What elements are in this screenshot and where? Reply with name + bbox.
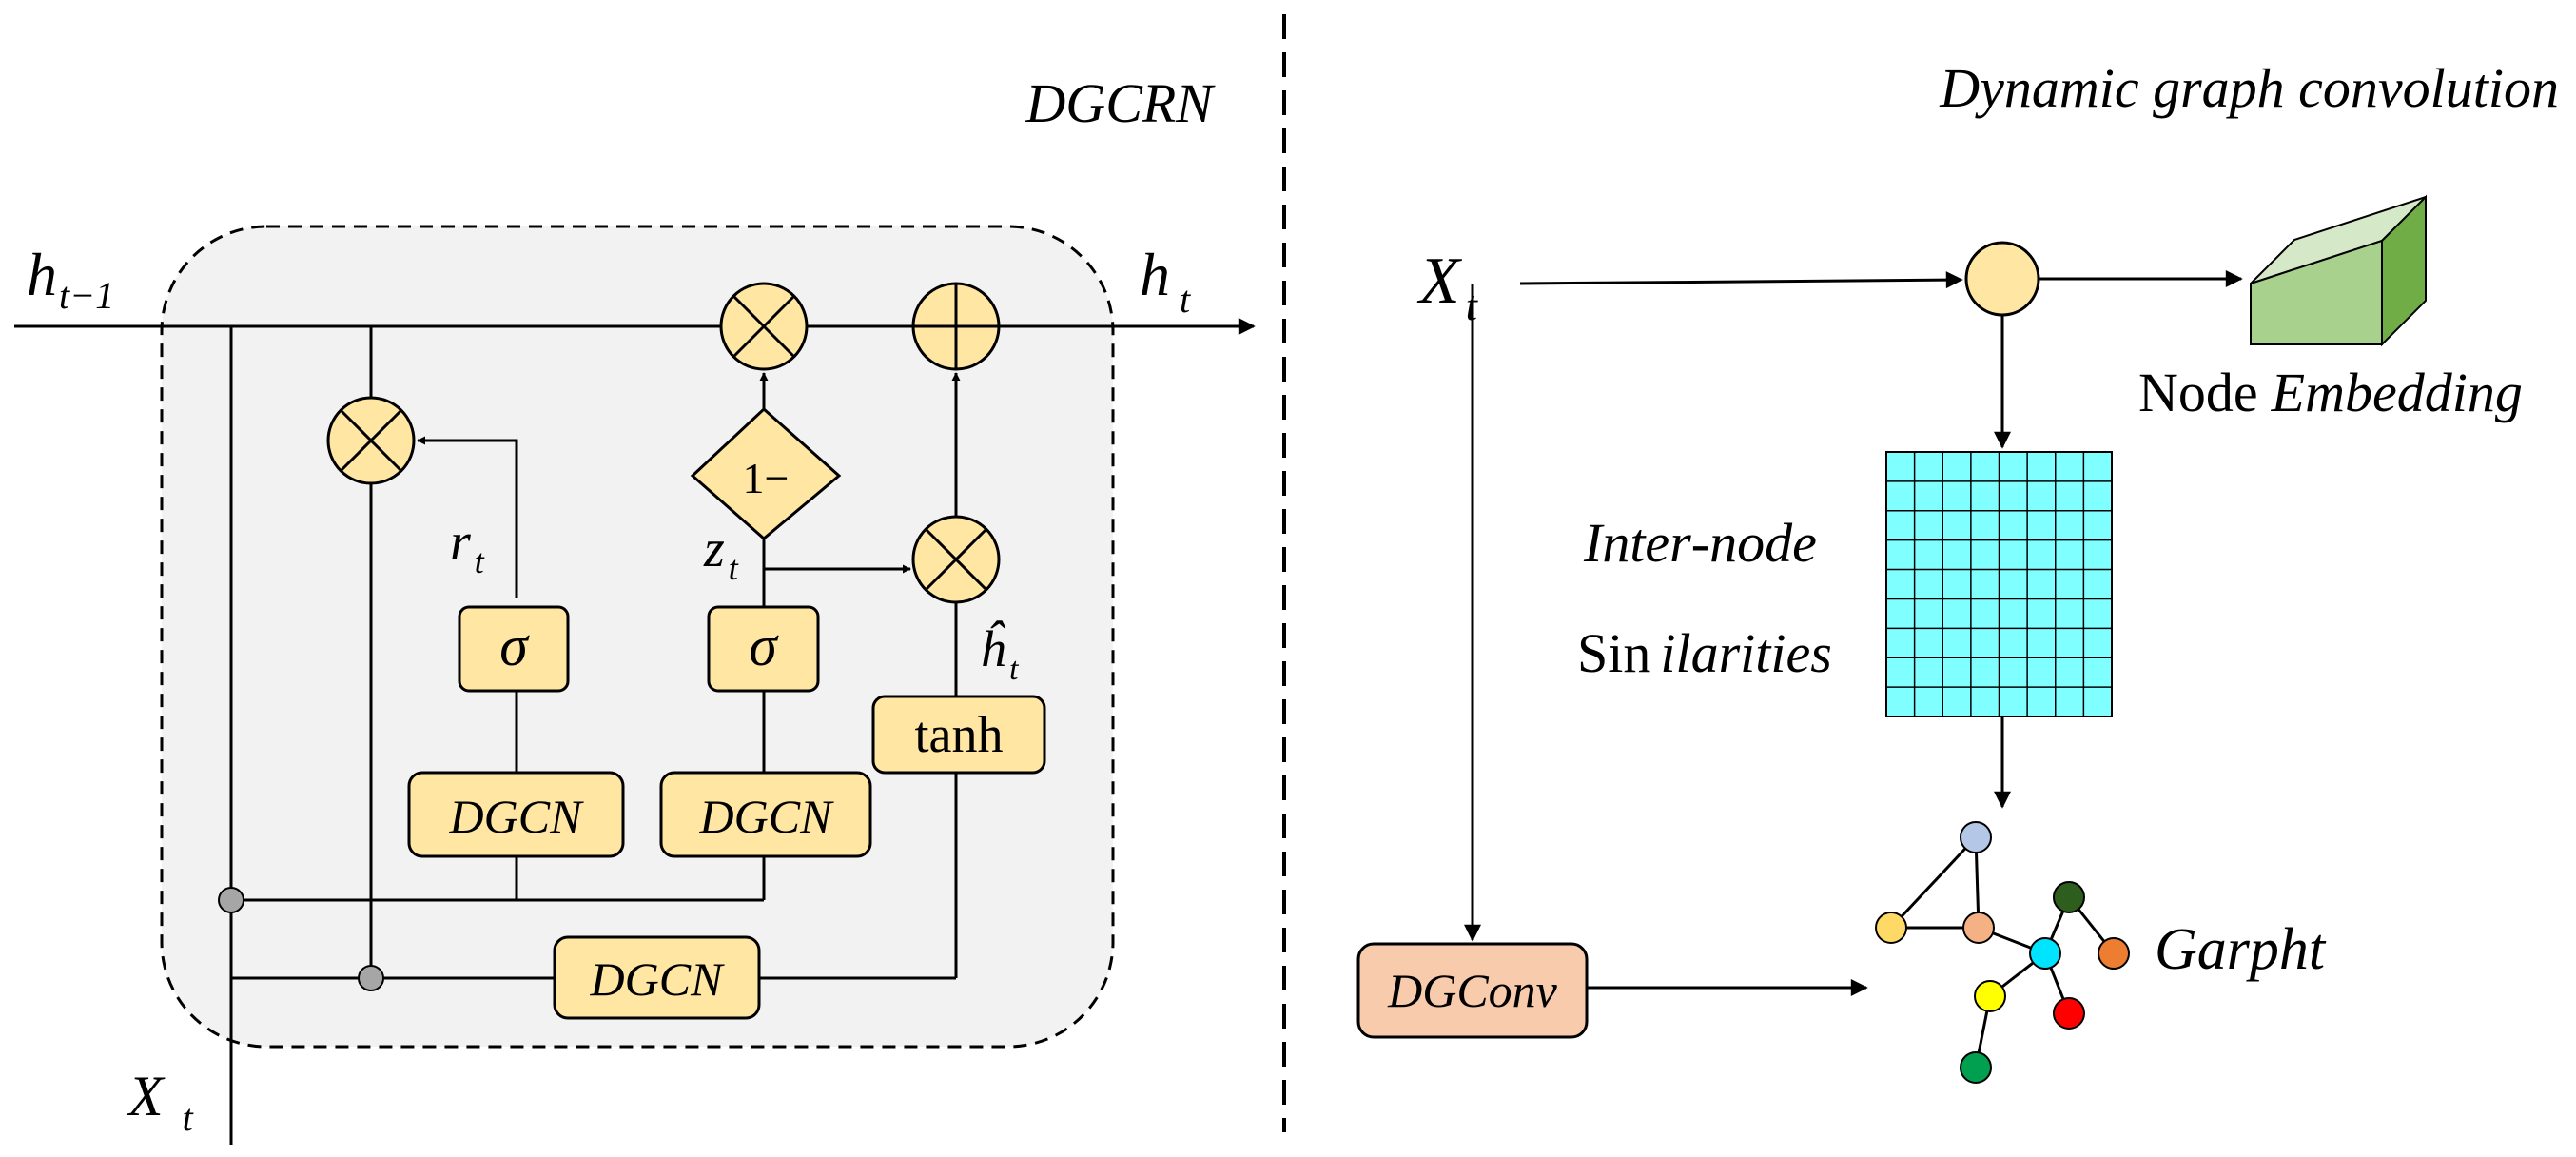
- graph-node-mid: [1962, 912, 1995, 944]
- one-minus-label: 1−: [743, 454, 790, 502]
- graph-node-top: [1960, 821, 1992, 853]
- keep-multiply-mark-b: [732, 294, 796, 359]
- reset-sigma-label: σ: [499, 615, 530, 677]
- graph-node-yellow: [1974, 980, 2006, 1012]
- inter-node-label: Inter-node: [1583, 512, 1817, 574]
- similarity-matrix-grid: [1886, 452, 2112, 716]
- candidate-dgcn-label: DGCN: [590, 952, 726, 1006]
- combine-node: [1964, 241, 2040, 317]
- junction-gate-bus: [218, 887, 244, 913]
- graph-node-hub: [2029, 937, 2061, 970]
- junction-reset-bus: [358, 965, 384, 991]
- one-minus-diamond: [690, 406, 842, 540]
- dgcrn-title: DGCRN: [1025, 72, 1216, 134]
- reset-multiply-mark-b: [339, 408, 403, 473]
- graph-node-dark: [2053, 881, 2085, 913]
- update-sigma-label: σ: [749, 615, 779, 677]
- graph: [1875, 821, 2130, 1084]
- graph-node-red: [2053, 997, 2085, 1030]
- update-dgcn-box: [659, 771, 872, 858]
- candidate-multiply-mark-b: [924, 527, 988, 592]
- h-prev-label: ht−1: [27, 241, 114, 317]
- graph-node-orange: [2098, 937, 2130, 970]
- dgconv-box: [1356, 942, 1589, 1039]
- reset-dgcn-label: DGCN: [449, 790, 585, 843]
- edge-top-left: [1889, 835, 1978, 930]
- x-to-combine-arrow: [1519, 271, 1963, 289]
- dynamic-graph-title: Dynamic graph convolution: [1939, 57, 2559, 119]
- dgconv-label: DGConv: [1387, 964, 1558, 1017]
- tanh-label: tanh: [915, 706, 1004, 763]
- candidate-dgcn-box: [553, 935, 761, 1020]
- reset-sigma-box: [458, 605, 570, 693]
- graph-label: Garpht: [2155, 917, 2327, 982]
- embedding-front-face: [2250, 239, 2383, 345]
- reset-gate-arrow: [417, 436, 518, 598]
- graph-node-left: [1875, 912, 1907, 944]
- similarity-matrix: [1885, 451, 2113, 717]
- update-dgcn-label: DGCN: [699, 790, 835, 843]
- tanh-box: [871, 695, 1046, 775]
- graph-node-green: [1960, 1051, 1992, 1084]
